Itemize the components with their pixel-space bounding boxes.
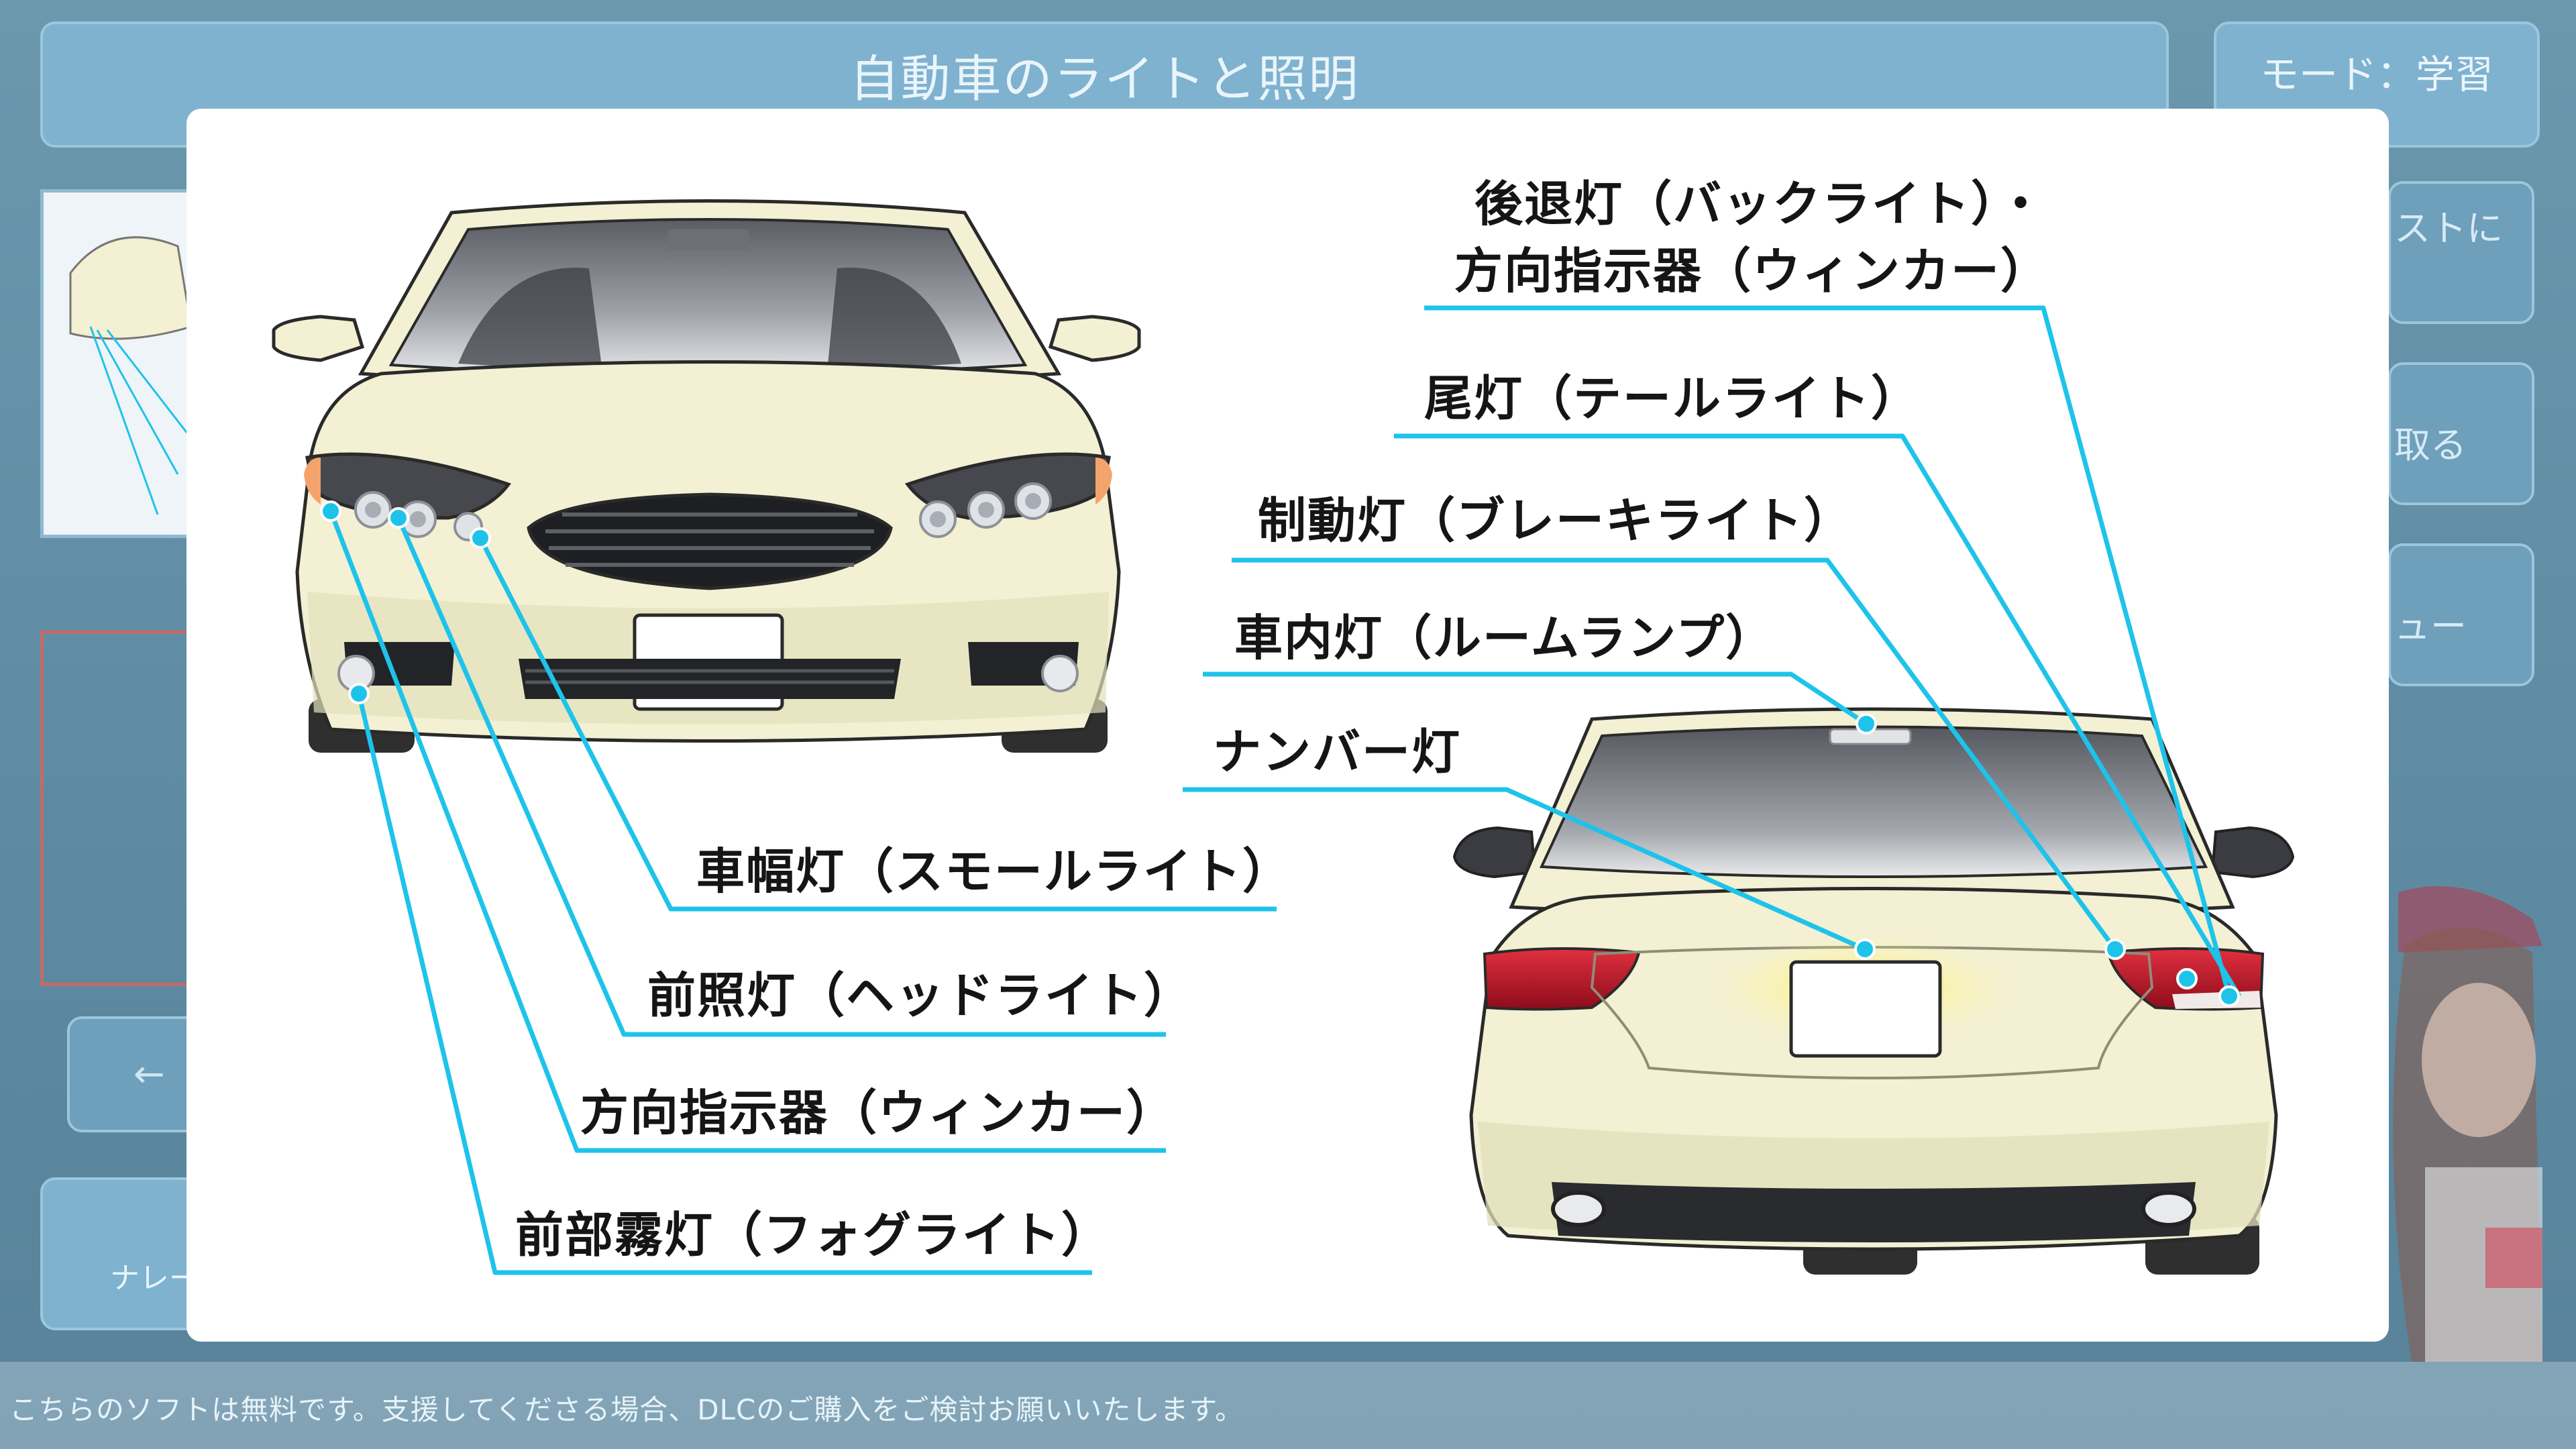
slide-thumbnail[interactable] [40,189,200,538]
character-illustration [2393,886,2542,1362]
back-label: ← [133,1053,165,1096]
label-side-light: 車幅灯（スモールライト） [696,843,1293,900]
rear-car [1452,707,2295,1275]
leader-lines [328,305,2241,1275]
label-turn-signal-front: 方向指示器（ウィンカー） [580,1085,1177,1141]
highlight-frame [40,631,201,986]
page-title: 自動車のライトと照明 [849,50,1360,108]
front-car [272,199,1141,753]
add-to-list-button[interactable]: ストに [2388,181,2534,324]
label-turn-signal-rear: 方向指示器（ウィンカー） [1454,243,2051,299]
narration-button[interactable]: ナレー [40,1177,213,1330]
room-lamp-leader [1203,672,1868,726]
diagram-modal: 車幅灯（スモールライト） 前照灯（ヘッドライト） 方向指示器（ウィンカー） 前部… [186,109,2389,1342]
footer-bar: こちらのソフトは無料です。支援してくださる場合、DLCのご購入をご検討お願いいた… [0,1362,2576,1449]
back-turn-leader [1424,305,2232,997]
fog-light-leader [356,693,1092,1275]
label-plate-light: ナンバー灯 [1213,724,1462,780]
side-button-label: ュー [2394,605,2467,647]
side-light-leader [478,537,1277,912]
thumbnail-preview [44,193,197,535]
label-back-light: 後退灯（バックライト）・ [1474,176,2047,232]
narration-label: ナレー [110,1261,199,1295]
take-button[interactable]: 取る [2388,362,2534,505]
guide-character [2244,879,2542,1362]
side-button-label: 取る [2394,424,2467,466]
label-tail-light: 尾灯（テールライト） [1424,370,1921,427]
label-brake-light: 制動灯（ブレーキライト） [1258,492,1854,549]
label-head-light: 前照灯（ヘッドライト） [647,967,1194,1024]
label-fog-light: 前部霧灯（フォグライト） [515,1207,1112,1263]
footer-notice: こちらのソフトは無料です。支援してくださる場合、DLCのご購入をご検討お願いいた… [9,1393,1244,1426]
car-lights-diagram [272,199,2295,1275]
menu-button[interactable]: ュー [2388,543,2534,686]
plate-light-leader [1183,787,1866,952]
brake-light-leader [1232,557,2117,951]
tail-light-leader [1394,433,2241,998]
side-button-label: ストに [2394,207,2503,250]
label-room-lamp: 車内灯（ルームランプ） [1234,610,1776,666]
mode-label: モード：学習 [2259,52,2493,97]
head-light-leader [396,517,1166,1037]
leader-dots [320,500,2240,1007]
turn-signal-leader-front [328,510,1166,1153]
